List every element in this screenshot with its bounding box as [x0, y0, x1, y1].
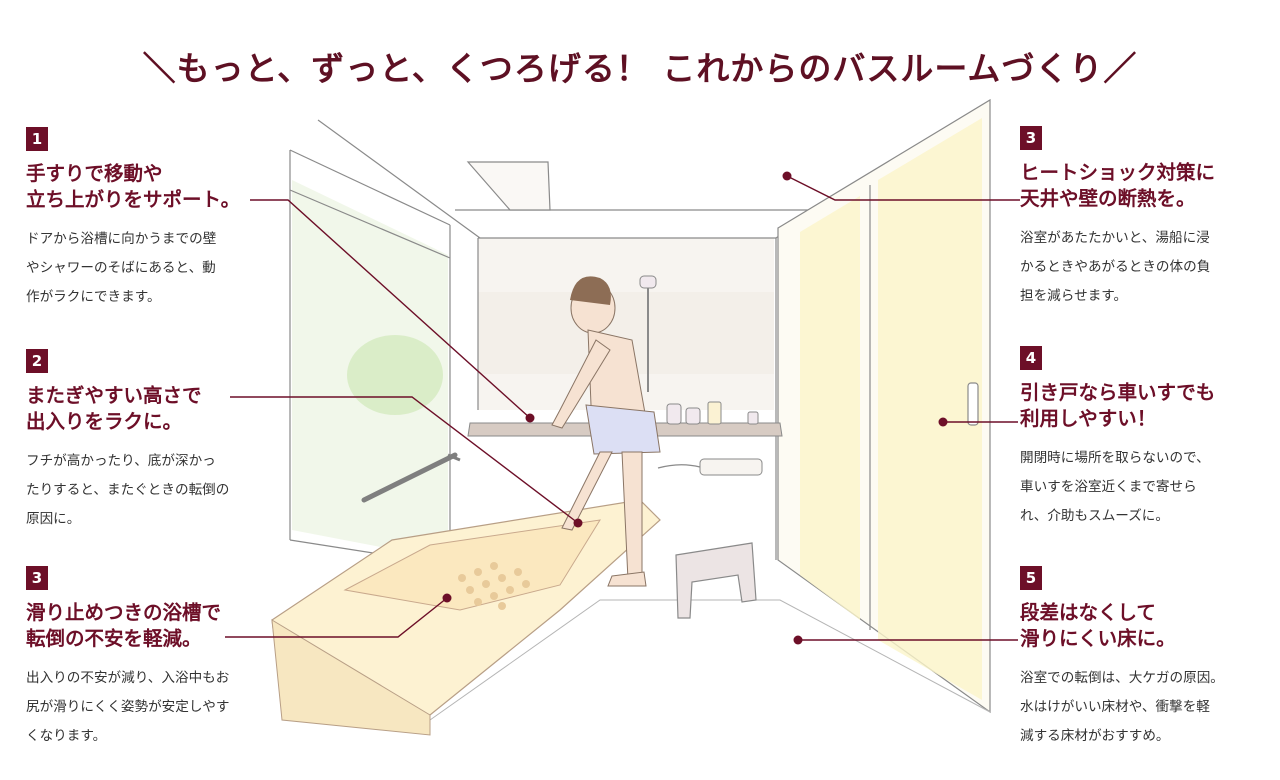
- heading-line: 滑りにくい床に。: [1020, 627, 1176, 650]
- leader-line-2: [230, 396, 579, 524]
- window-greenery: [347, 335, 443, 415]
- description-line: 出入りの不安が減り、入浴中もお: [26, 670, 230, 686]
- description-line: フチが高かったり、底が深かっ: [26, 453, 216, 469]
- point-number: 5: [1020, 566, 1042, 590]
- description-line: ドアから浴槽に向かうまでの壁: [26, 231, 217, 247]
- shower-hose: [657, 464, 701, 469]
- window-top: [289, 149, 451, 226]
- door-glass-right: [878, 118, 982, 700]
- description-line: やシャワーのそばにあると、動: [26, 260, 216, 276]
- callout-dot-1: [525, 413, 535, 423]
- cup: [707, 401, 722, 425]
- description-line: 担を減らせます。: [1020, 288, 1128, 304]
- callout-dot-5: [938, 417, 948, 427]
- grab-bar-bracket: [447, 453, 461, 462]
- point-description: ドアから浴槽に向かうまでの壁 やシャワーのそばにあると、動 作がラクにできます。: [26, 225, 240, 312]
- bathtub-basin: [343, 519, 601, 611]
- point-number: 2: [26, 349, 48, 373]
- point-6: 5 段差はなくして 滑りにくい床に。 浴室での転倒は、大ケガの原因。 水はけがい…: [1020, 566, 1224, 751]
- leader-line-4: [786, 175, 1020, 201]
- description-line: 尻が滑りにくく姿勢が安定しやす: [26, 699, 230, 715]
- point-heading: 滑り止めつきの浴槽で 転倒の不安を軽減。: [26, 600, 230, 652]
- soap-bottle: [685, 407, 701, 425]
- heading-line: 転倒の不安を軽減。: [26, 627, 202, 650]
- person-figure: [551, 276, 661, 587]
- callout-dot-6: [793, 635, 803, 645]
- leader-line-3: [225, 597, 448, 638]
- heading-line: またぎやすい高さで: [26, 384, 202, 407]
- callout-dot-4: [782, 171, 792, 181]
- callout-dot-2: [573, 518, 583, 528]
- point-3: 3 滑り止めつきの浴槽で 転倒の不安を軽減。 出入りの不安が減り、入浴中もお 尻…: [26, 566, 230, 751]
- point-description: 出入りの不安が減り、入浴中もお 尻が滑りにくく姿勢が安定しやす くなります。: [26, 664, 230, 751]
- description-line: 作がラクにできます。: [26, 289, 161, 305]
- point-heading: 手すりで移動や 立ち上がりをサポート。: [26, 161, 240, 213]
- heading-line: 段差はなくして: [1020, 601, 1156, 624]
- heading-line: 立ち上がりをサポート。: [26, 188, 241, 211]
- description-line: くなります。: [26, 728, 107, 744]
- window-mullion: [289, 189, 451, 259]
- point-description: 開閉時に場所を取らないので、 車いすを浴室近くまで寄せら れ、介助もスムーズに。: [1020, 444, 1215, 531]
- point-heading: 引き戸なら車いすでも 利用しやすい！: [1020, 380, 1215, 432]
- point-number: 1: [26, 127, 48, 151]
- description-line: 開閉時に場所を取らないので、: [1020, 450, 1210, 466]
- point-heading: またぎやすい高さで 出入りをラクに。: [26, 383, 229, 435]
- heading-line: 出入りをラクに。: [26, 410, 183, 433]
- page-title: ＼もっと、ずっと、くつろげる！ これからのバスルームづくり／: [142, 49, 1138, 88]
- door-glass-left: [800, 196, 860, 620]
- bathtub-front: [271, 619, 431, 736]
- heading-line: 滑り止めつきの浴槽で: [26, 601, 222, 624]
- heading-line: 天井や壁の断熱を。: [1020, 187, 1196, 210]
- point-description: 浴室での転倒は、大ケガの原因。 水はけがいい床材や、衝撃を軽 減する床材がおすす…: [1020, 664, 1224, 751]
- description-line: たりすると、またぐときの転倒の: [26, 482, 230, 498]
- heading-line: 引き戸なら車いすでも: [1020, 381, 1216, 404]
- description-line: 原因に。: [26, 511, 81, 527]
- point-2: 2 またぎやすい高さで 出入りをラクに。 フチが高かったり、底が深かっ たりする…: [26, 349, 229, 534]
- shampoo-bottle: [666, 403, 682, 425]
- point-number: 3: [26, 566, 48, 590]
- description-line: かるときやあがるときの体の負: [1020, 259, 1211, 275]
- ceiling-vent: [466, 161, 551, 211]
- description-line: 車いすを浴室近くまで寄せら: [1020, 479, 1197, 495]
- description-line: れ、介助もスムーズに。: [1020, 508, 1169, 524]
- heading-line: 手すりで移動や: [26, 162, 163, 185]
- point-description: 浴室があたたかいと、湯船に浸 かるときやあがるときの体の負 担を減らせます。: [1020, 224, 1215, 311]
- description-line: 浴室での転倒は、大ケガの原因。: [1020, 670, 1224, 686]
- point-heading: ヒートショック対策に 天井や壁の断熱を。: [1020, 160, 1215, 212]
- point-4: 3 ヒートショック対策に 天井や壁の断熱を。 浴室があたたかいと、湯船に浸 かる…: [1020, 126, 1215, 311]
- bath-stool: [675, 542, 757, 619]
- ceiling-edge-left: [317, 119, 481, 239]
- anti-slip-dots: [458, 562, 530, 610]
- callout-dot-3: [442, 593, 452, 603]
- point-number: 3: [1020, 126, 1042, 150]
- door-handle: [967, 382, 979, 426]
- point-heading: 段差はなくして 滑りにくい床に。: [1020, 600, 1224, 652]
- description-line: 水はけがいい床材や、衝撃を軽: [1020, 699, 1210, 715]
- heading-line: 利用しやすい！: [1020, 407, 1157, 430]
- leader-line-1: [250, 199, 531, 419]
- description-line: 減する床材がおすすめ。: [1020, 728, 1170, 744]
- point-number: 4: [1020, 346, 1042, 370]
- faucet-control: [699, 458, 763, 476]
- shower-head: [639, 275, 657, 289]
- wall-grab-bar: [361, 452, 458, 503]
- point-1: 1 手すりで移動や 立ち上がりをサポート。 ドアから浴槽に向かうまでの壁 やシャ…: [26, 127, 240, 312]
- point-5: 4 引き戸なら車いすでも 利用しやすい！ 開閉時に場所を取らないので、 車いすを…: [1020, 346, 1215, 531]
- small-bottle: [747, 411, 759, 425]
- heading-line: ヒートショック対策に: [1020, 161, 1216, 184]
- point-description: フチが高かったり、底が深かっ たりすると、またぐときの転倒の 原因に。: [26, 447, 229, 534]
- description-line: 浴室があたたかいと、湯船に浸: [1020, 230, 1210, 246]
